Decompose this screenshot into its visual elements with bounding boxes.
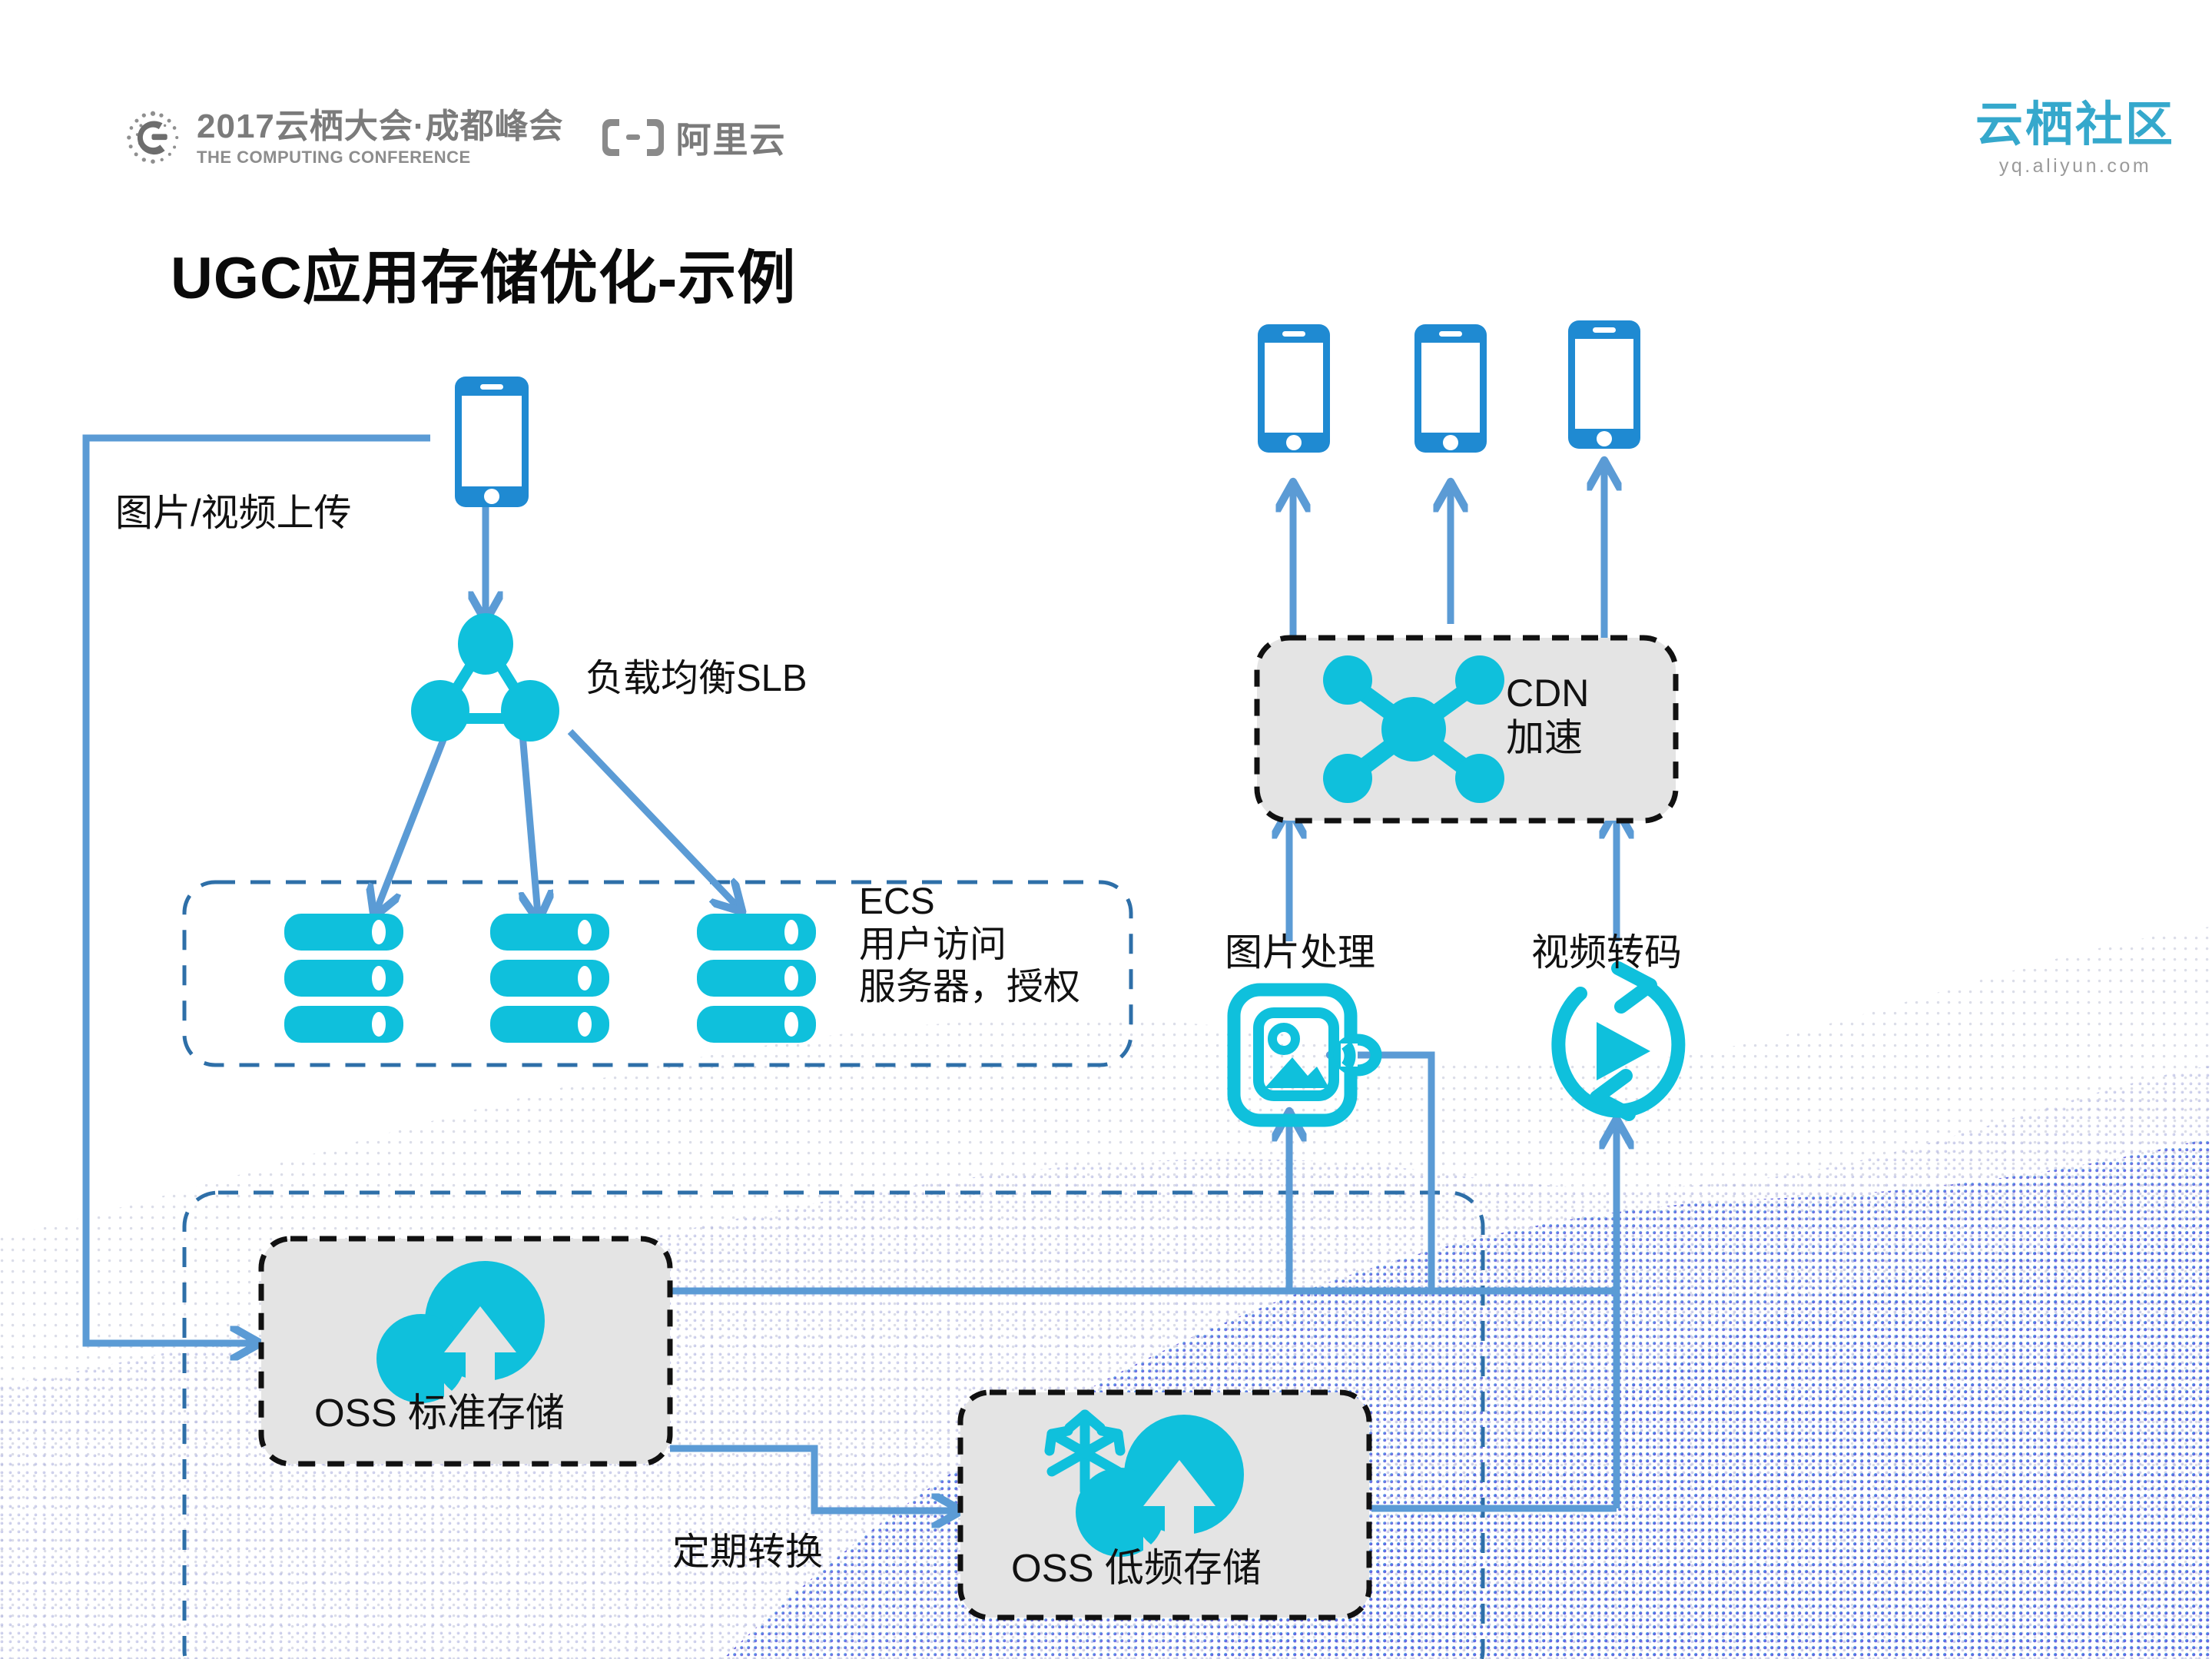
- label-oss-infrequent: OSS 低频存储: [1011, 1546, 1262, 1590]
- edge-upload-to-oss-standard: [82, 434, 430, 1343]
- phone-viewer-1-icon: [1258, 324, 1330, 453]
- conference-title-en: THE COMPUTING CONFERENCE: [197, 147, 471, 167]
- community-url: yq.aliyun.com: [1998, 155, 2152, 177]
- video-refresh-icon: [1551, 961, 1686, 1121]
- label-video-transcode: 视频转码: [1531, 932, 1683, 974]
- load-balancer-icon: [411, 613, 559, 742]
- ecs-server-icon: [697, 914, 816, 951]
- picture-icon: [1227, 983, 1382, 1127]
- label-slb: 负载均衡SLB: [585, 658, 808, 699]
- header-logos: 2017云栖大会·成都峰会 THE COMPUTING CONFERENCE 阿…: [123, 108, 787, 168]
- edge-periodic-convert: [670, 1445, 955, 1511]
- ecs-server-icon: [284, 960, 403, 997]
- label-periodic-convert: 定期转换: [672, 1531, 824, 1573]
- ecs-server-icon: [697, 1006, 816, 1043]
- aliyun-bracket-icon: [602, 119, 664, 156]
- label-ecs: ECS 用户访问 服务器，授权: [859, 881, 1081, 1008]
- community-logo: 云栖社区 yq.aliyun.com: [1975, 101, 2175, 178]
- aliyun-logo: 阿里云: [601, 112, 787, 163]
- edge-slb-to-ecs-2: [522, 733, 538, 914]
- conference-logo: 2017云栖大会·成都峰会 THE COMPUTING CONFERENCE: [123, 108, 564, 168]
- label-upload: 图片/视频上传: [115, 493, 352, 534]
- conference-mark-icon: [127, 111, 179, 164]
- ecs-server-icon: [284, 914, 403, 951]
- phone-uploader-icon: [455, 377, 529, 507]
- conference-title-cn: 2017云栖大会·成都峰会: [197, 107, 564, 145]
- ecs-server-grid: [284, 914, 816, 1043]
- cdn-node[interactable]: [1254, 635, 1679, 824]
- phone-viewer-3-icon: [1568, 320, 1640, 449]
- phone-viewer-2-icon: [1414, 324, 1487, 453]
- aliyun-label: 阿里云: [675, 120, 787, 160]
- ecs-server-icon: [284, 1006, 403, 1043]
- label-image-processing: 图片处理: [1225, 932, 1376, 974]
- ecs-server-icon: [697, 960, 816, 997]
- ecs-server-icon: [490, 914, 609, 951]
- label-oss-standard: OSS 标准存储: [314, 1391, 565, 1435]
- edge-slb-to-ecs-3: [567, 728, 738, 907]
- cdn-network-icon: [1323, 655, 1504, 803]
- page-title: UGC应用存储优化-示例: [171, 246, 797, 311]
- ecs-server-icon: [490, 1006, 609, 1043]
- community-name: 云栖社区: [1975, 98, 2175, 151]
- edge-slb-to-ecs-1: [376, 732, 449, 911]
- ecs-server-icon: [490, 960, 609, 997]
- label-cdn: CDN 加速: [1506, 672, 1590, 759]
